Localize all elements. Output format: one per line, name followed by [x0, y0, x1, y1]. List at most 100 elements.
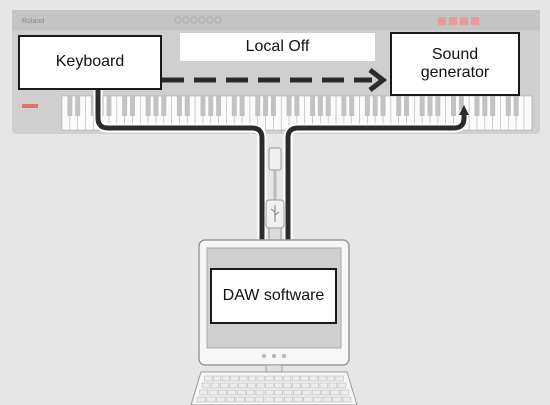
keyboard-to-daw-arrow	[95, 90, 267, 260]
brand-logo: Roland	[22, 18, 44, 25]
indicator-light	[22, 104, 38, 108]
computer-key	[256, 382, 265, 389]
black-key	[325, 96, 331, 116]
black-key	[184, 96, 190, 116]
white-key	[523, 95, 533, 131]
black-key	[239, 96, 245, 116]
computer-key	[283, 375, 292, 382]
computer-key	[321, 389, 330, 396]
computer-key	[335, 375, 344, 382]
black-key	[505, 96, 511, 116]
sound-generator-text: Sound generator	[420, 45, 490, 81]
computer-key	[292, 382, 301, 389]
black-key	[286, 96, 292, 116]
computer-key	[213, 375, 222, 382]
black-key	[153, 96, 159, 116]
computer-key	[230, 375, 239, 382]
computer-key	[227, 389, 237, 396]
black-key	[122, 96, 128, 116]
computer-key	[274, 375, 283, 382]
computer-key	[255, 389, 265, 396]
computer-key	[291, 375, 300, 382]
computer-key	[265, 375, 274, 382]
computer-key	[309, 375, 318, 382]
computer-key	[293, 396, 303, 403]
computer-key	[236, 389, 246, 396]
black-key	[482, 96, 488, 116]
computer-key	[219, 382, 229, 389]
black-keys	[67, 96, 519, 116]
black-key	[419, 96, 425, 116]
black-key	[129, 96, 135, 116]
computer-key	[293, 389, 302, 396]
computer-key	[339, 389, 349, 396]
black-key	[513, 96, 519, 116]
red-buttons	[438, 17, 479, 25]
computer-key	[264, 389, 274, 396]
computer-key	[302, 389, 312, 396]
computer-key	[313, 396, 323, 403]
computer-key	[218, 389, 227, 396]
computer-key	[246, 389, 255, 396]
computer-key	[216, 396, 226, 403]
computer-key	[248, 375, 257, 382]
black-key	[310, 96, 316, 116]
black-key	[90, 96, 96, 116]
computer-key	[342, 396, 352, 403]
black-key	[231, 96, 237, 116]
computer-key	[274, 396, 284, 403]
computer-key	[332, 396, 342, 403]
computer-key	[283, 382, 292, 389]
computer-key	[225, 396, 235, 403]
black-key	[317, 96, 323, 116]
computer-key	[265, 382, 274, 389]
computer-key	[310, 382, 319, 389]
computer-key	[283, 389, 293, 396]
black-key	[396, 96, 402, 116]
black-key	[451, 96, 456, 116]
black-key	[216, 96, 222, 116]
computer-key	[256, 375, 265, 382]
black-key	[474, 96, 480, 116]
computer-key	[274, 382, 283, 389]
black-key	[380, 96, 386, 116]
computer-key	[322, 396, 332, 403]
computer-key	[264, 396, 274, 403]
black-key	[294, 96, 300, 116]
computer-key	[238, 382, 247, 389]
computer-key	[330, 389, 340, 396]
computer-keyboard-keys	[196, 375, 352, 403]
local-off-arrowhead	[368, 68, 388, 92]
daw-to-sound-arrow	[285, 105, 469, 268]
computer-key	[208, 389, 218, 396]
computer-key	[274, 389, 284, 396]
usb-icon	[270, 205, 280, 222]
computer-key	[229, 382, 238, 389]
computer-key	[210, 382, 220, 389]
computer-key	[284, 396, 294, 403]
computer-key	[326, 375, 335, 382]
black-key	[490, 96, 496, 116]
computer-key	[206, 396, 216, 403]
black-key	[208, 96, 214, 116]
computer-key	[199, 389, 209, 396]
computer-key	[239, 375, 248, 382]
computer-key	[254, 396, 264, 403]
black-key	[349, 96, 355, 116]
computer-key	[196, 396, 206, 403]
sound-generator-label: Sound generator	[390, 32, 520, 96]
black-key	[67, 96, 73, 116]
black-key	[75, 96, 81, 116]
black-key	[106, 96, 112, 116]
computer-key	[300, 375, 309, 382]
usb-cable	[265, 147, 285, 241]
black-key	[161, 96, 167, 116]
computer-key	[201, 382, 211, 389]
computer-key	[221, 375, 230, 382]
computer-key	[311, 389, 321, 396]
instrument-control-panel	[12, 10, 540, 30]
black-key	[176, 96, 182, 116]
computer-key	[235, 396, 245, 403]
black-key	[427, 96, 433, 116]
